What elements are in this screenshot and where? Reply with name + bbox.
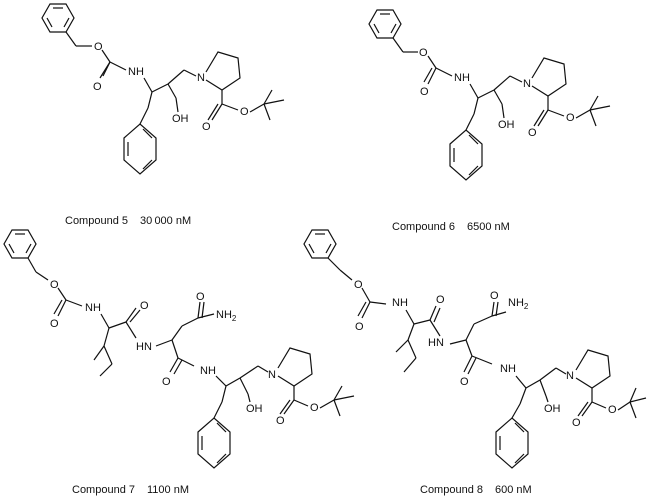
benzene-ring: [495, 417, 529, 469]
atom-oxygen: O: [202, 121, 211, 133]
atom-hn: HN: [428, 337, 444, 349]
atom-nh: NH: [200, 365, 216, 377]
pyrrolidine-ring: [575, 349, 611, 389]
pyrrolidine-ring: [205, 51, 241, 91]
compound-5-caption: Compound 5 30 000 nM: [65, 215, 191, 227]
atom-oxygen: O: [310, 402, 319, 414]
atom-oh: OH: [544, 403, 561, 415]
atom-oxygen: O: [436, 294, 445, 306]
atom-oxygen: O: [608, 404, 617, 416]
atom-nh: NH: [500, 363, 516, 375]
compound-name: Compound 7: [72, 484, 135, 496]
compound-6-structure: O O NH OH N O O: [368, 9, 611, 181]
atom-oxygen: O: [94, 41, 103, 53]
benzene-ring: [123, 123, 157, 175]
atom-oxygen: O: [490, 290, 499, 302]
pyrrolidine-ring: [531, 57, 567, 97]
compound-6-caption: Compound 6 6500 nM: [392, 221, 510, 233]
atom-nitrogen: N: [523, 78, 531, 90]
benzene-ring: [368, 9, 402, 39]
benzene-ring: [197, 417, 231, 469]
compound-5-structure: O O NH OH N O O: [41, 3, 285, 175]
atom-nh2: NH2: [508, 297, 529, 311]
compound-ic50: 1100 nM: [147, 484, 189, 496]
atom-oxygen: O: [93, 81, 102, 93]
benzene-ring: [303, 229, 337, 259]
atom-oxygen: O: [162, 376, 171, 388]
atom-oxygen: O: [50, 318, 59, 330]
compound-ic50: 6500 nM: [467, 221, 510, 233]
atom-oxygen: O: [528, 127, 537, 139]
atom-oxygen: O: [419, 47, 428, 59]
compound-8-caption: Compound 8 600 nM: [420, 484, 532, 496]
atom-oh: OH: [246, 403, 263, 415]
atom-oxygen: O: [460, 376, 469, 388]
atom-oh: OH: [498, 119, 515, 131]
atom-nitrogen: N: [566, 370, 574, 382]
benzene-ring: [41, 3, 75, 33]
pyrrolidine-ring: [277, 347, 313, 387]
atom-oh: OH: [172, 113, 189, 125]
compound-7-caption: Compound 7 1100 nM: [72, 484, 189, 496]
compound-name: Compound 8: [420, 484, 483, 496]
compound-ic50: 30 000 nM: [140, 215, 192, 227]
atom-oxygen: O: [566, 112, 575, 124]
atom-oxygen: O: [572, 417, 581, 429]
atom-oxygen: O: [276, 415, 285, 427]
compound-ic50: 600 nM: [495, 484, 532, 496]
atom-hn: HN: [136, 341, 152, 353]
atom-oxygen: O: [354, 279, 363, 291]
atom-oxygen: O: [140, 300, 149, 312]
compound-8-structure: O O NH O HN O NH2 O NH OH: [303, 229, 647, 469]
compound-7-structure: O O NH O HN O NH2 O NH O: [3, 229, 355, 469]
atom-nh: NH: [392, 297, 408, 309]
atom-nh2: NH2: [216, 309, 237, 323]
atom-oxygen: O: [50, 279, 59, 291]
atom-nitrogen: N: [197, 72, 205, 84]
atom-nh: NH: [85, 302, 101, 314]
atom-oxygen: O: [196, 291, 205, 303]
atom-oxygen: O: [240, 106, 249, 118]
benzene-ring: [449, 129, 483, 181]
atom-nitrogen: N: [268, 369, 276, 381]
atom-oxygen: O: [355, 321, 364, 333]
benzene-ring: [3, 229, 37, 259]
atom-nh: NH: [128, 66, 144, 78]
compound-name: Compound 5: [65, 215, 128, 227]
atom-nh: NH: [454, 72, 470, 84]
atom-oxygen: O: [420, 86, 429, 98]
compound-name: Compound 6: [392, 221, 455, 233]
